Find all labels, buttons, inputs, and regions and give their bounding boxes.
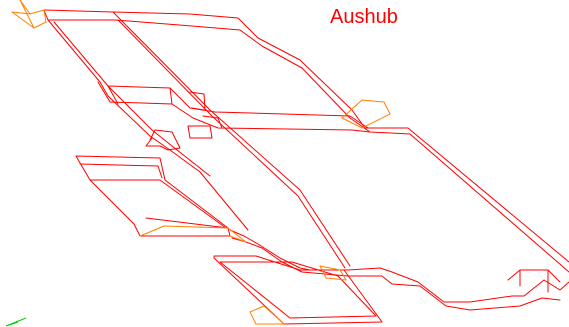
excavation-segment-long-diagonal (112, 11, 351, 267)
slope-lower-right (319, 265, 347, 281)
slope-bottom (249, 305, 285, 325)
excavation-box-bottom (213, 255, 383, 325)
excavation-segment-corridor-top (43, 9, 569, 263)
excavation-segment-long-diagonal-inner (117, 19, 346, 269)
excavation-box-bottom-inner (219, 261, 377, 319)
excavation-segment-left-diagonal (43, 9, 249, 231)
excavation-segment-left-diagonal-inner (53, 21, 211, 177)
excavation-segment-connector-2 (149, 115, 223, 141)
drawing-title: Aushub (330, 6, 398, 28)
excavation-wireframe (43, 9, 569, 325)
slope-right-top (341, 99, 391, 129)
axis-marker (5, 317, 27, 327)
excavation-segment-crossbeam-lower (109, 101, 371, 133)
excavation-segment-crossbeam (107, 85, 369, 129)
excavation-box-left (75, 155, 231, 237)
excavation-segment-connector (145, 125, 213, 151)
excavation-segment-crossbeam-block (97, 81, 206, 111)
axis-marker-icon (5, 317, 27, 327)
slope-top-left-2 (11, 11, 35, 29)
excavation-box-left-inner (79, 163, 229, 229)
excavation-segment-lower-right-box (507, 269, 561, 293)
excavation-segment-corridor-top-inner (47, 19, 569, 273)
excavation-segment-lower-right-inner (231, 237, 561, 311)
slope-top-left (19, 0, 47, 29)
slope-left-box-bottom (139, 225, 247, 243)
slope-wireframe (11, 0, 391, 325)
excavation-segment-lower-right (229, 229, 569, 303)
